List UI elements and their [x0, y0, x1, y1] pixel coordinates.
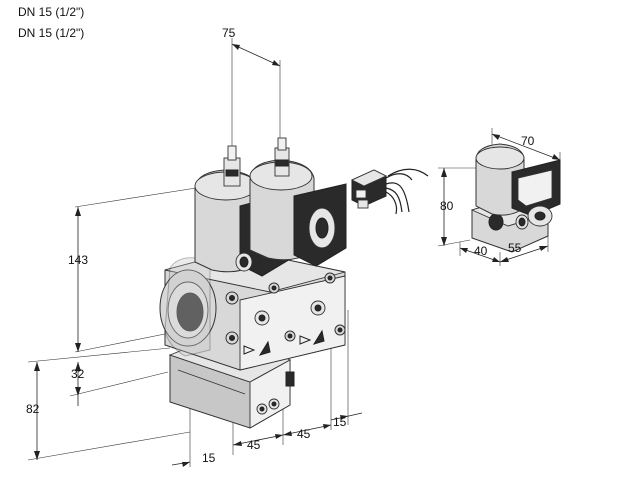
dimension-label-75: 75 — [222, 26, 236, 40]
direction-mark-right — [312, 329, 325, 345]
dimension-total-height: 82 — [26, 362, 191, 461]
dimension-label-70: 70 — [521, 134, 535, 148]
dimension-label-45-left: 45 — [247, 438, 261, 452]
side-actuator-module: 70 80 — [437, 128, 561, 266]
solenoid-coil-right — [249, 137, 347, 267]
dimension-label-82: 82 — [26, 402, 40, 416]
dimension-label-15-bottom: 15 — [202, 451, 216, 465]
pipe-size-label: DN 15 (1/2") — [18, 5, 85, 19]
dimension-bottom-offset: 15 — [171, 395, 216, 467]
dimension-label-32: 32 — [71, 367, 85, 381]
direction-mark-left — [258, 340, 271, 356]
connector-plug — [350, 168, 429, 215]
dimension-label-45-right: 45 — [297, 427, 311, 441]
pipe-size-label-secondary: DN 15 (1/2") — [18, 26, 85, 40]
double-solenoid-valve — [159, 137, 347, 429]
body-screws — [225, 272, 346, 345]
dimension-label-80: 80 — [440, 199, 454, 213]
dimension-flange-height: 32 — [27, 347, 171, 406]
flow-arrow-left — [243, 345, 256, 355]
dimension-label-15-right: 15 — [333, 415, 347, 429]
dimension-label-55: 55 — [508, 241, 522, 255]
flow-arrow-right — [299, 335, 312, 345]
dimension-label-40: 40 — [474, 244, 488, 258]
dimension-label-143: 143 — [68, 253, 88, 267]
dimension-main-height: 143 — [68, 182, 229, 353]
